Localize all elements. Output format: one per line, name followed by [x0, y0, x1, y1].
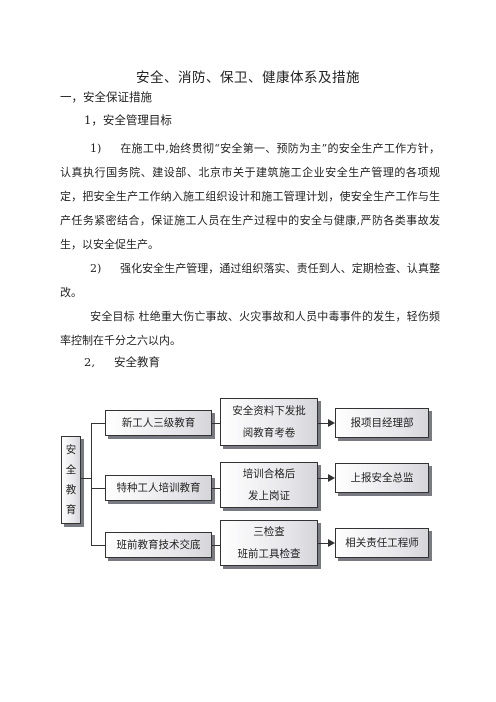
subsection-heading-2: 2, 安全教育 — [84, 354, 160, 370]
row-2-link-b — [318, 478, 330, 479]
row-1-left-box: 新工人三级教育 — [105, 410, 212, 436]
root-char-4: 育 — [65, 504, 77, 516]
row-2-link-a — [212, 488, 226, 489]
row-1-right-box: 报项目经理部 — [335, 408, 429, 438]
sub2-number: 2, — [84, 355, 95, 369]
paragraph-item-1: 1)在施工中,始终贯彻“安全第一、预防为主”的安全生产工作方针，认真执行国务院、… — [60, 137, 440, 257]
row-2-mid-line-1: 培训合格后 — [242, 468, 296, 480]
row-3-mid-box: 三检查 班前工具检查 — [220, 520, 318, 566]
row-2-mid-box: 培训合格后 发上岗证 — [220, 462, 318, 508]
row-2-left-text: 特种工人培训教育 — [116, 482, 201, 494]
root-char-1: 安 — [65, 444, 77, 456]
arrow-right-icon — [328, 474, 335, 482]
row-3-left-box: 班前教育技术交底 — [105, 532, 212, 558]
row-3-link-b — [318, 543, 330, 544]
arrow-right-icon — [328, 419, 335, 427]
page-title: 安全、消防、保卫、健康体系及措施 — [136, 70, 360, 86]
item-1-number: 1) — [90, 142, 102, 155]
row-2-right-text: 上报安全总监 — [350, 472, 414, 484]
subsection-heading-1: 1，安全管理目标 — [84, 113, 172, 127]
paragraph-item-2: 2)强化安全生产管理，通过组织落实、责任到人、定期检查、认真整改。 — [60, 257, 440, 305]
row-1-right-text: 报项目经理部 — [350, 417, 414, 429]
row-1-left-text: 新工人三级教育 — [121, 417, 196, 429]
row-3-mid-line-1: 三检查 — [253, 526, 285, 538]
row-2-mid-line-2: 发上岗证 — [248, 490, 290, 502]
goal-text: 安全目标 杜绝重大伤亡事故、火灾事故和人员中毒事件的发生，轻伤频率控制在千分之六… — [60, 310, 440, 347]
row-2-right-box: 上报安全总监 — [335, 463, 429, 493]
root-char-3: 教 — [65, 484, 77, 496]
row-3-right-box: 相关责任工程师 — [335, 528, 429, 558]
connector-vertical — [91, 423, 92, 545]
paragraph-goal: 安全目标 杜绝重大伤亡事故、火灾事故和人员中毒事件的发生，轻伤频率控制在千分之六… — [60, 305, 440, 353]
connector-row-3 — [91, 545, 105, 546]
diagram-root-box: 安 全 教 育 — [61, 436, 81, 524]
arrow-right-icon — [328, 539, 335, 547]
item-1-text: 在施工中,始终贯彻“安全第一、预防为主”的安全生产工作方针，认真执行国务院、建设… — [60, 142, 440, 251]
row-3-link-a — [212, 545, 226, 546]
section-heading: 一，安全保证措施 — [60, 90, 152, 104]
row-1-mid-line-1: 安全资料下发批 — [232, 405, 306, 417]
item-2-number: 2) — [90, 262, 102, 275]
root-char-2: 全 — [65, 464, 77, 476]
row-1-link-b — [318, 423, 330, 424]
connector-row-1 — [91, 423, 105, 424]
connector-root — [81, 478, 91, 479]
row-3-left-text: 班前教育技术交底 — [116, 539, 201, 551]
sub2-text: 安全教育 — [114, 355, 160, 369]
row-3-right-text: 相关责任工程师 — [345, 537, 419, 549]
row-1-link-a — [212, 423, 226, 424]
row-1-mid-box: 安全资料下发批 阅教育考卷 — [220, 398, 318, 446]
connector-row-2 — [91, 488, 105, 489]
item-2-text: 强化安全生产管理，通过组织落实、责任到人、定期检查、认真整改。 — [60, 262, 440, 299]
row-1-mid-line-2: 阅教育考卷 — [242, 427, 296, 439]
row-2-left-box: 特种工人培训教育 — [105, 475, 212, 501]
row-3-mid-line-2: 班前工具检查 — [237, 548, 301, 560]
